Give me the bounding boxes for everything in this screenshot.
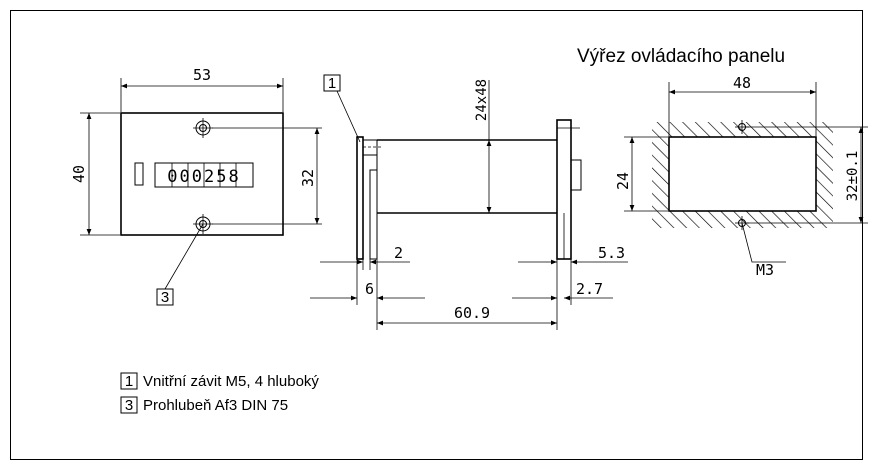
legend: 1 Vnitřní závit M5, 4 hluboký 3 Prohlube… bbox=[120, 372, 319, 414]
screw-boss bbox=[362, 139, 378, 156]
front-hole-spacing-label: 32 bbox=[299, 169, 317, 187]
callout-1-number: 1 bbox=[328, 75, 336, 92]
legend-item-1-text: Vnitřní závit M5, 4 hluboký bbox=[143, 373, 319, 390]
length-label: 60.9 bbox=[454, 304, 490, 322]
legend-item-1: 1 Vnitřní závit M5, 4 hluboký bbox=[120, 372, 319, 390]
cutout-height-label: 24 bbox=[614, 172, 632, 190]
panel-hatching bbox=[652, 122, 833, 228]
dim-2-7-label: 2.7 bbox=[576, 280, 603, 298]
dim-6-label: 6 bbox=[365, 280, 374, 298]
cutout-outline bbox=[668, 136, 817, 212]
thread-label: M3 bbox=[756, 261, 774, 279]
dim-5-3-label: 5.3 bbox=[598, 244, 625, 262]
dim-2-label: 2 bbox=[394, 244, 403, 262]
side-view: 1 24x48 2 6 5.3 bbox=[310, 74, 628, 330]
thread-leader bbox=[741, 222, 786, 263]
callout-3-number: 3 bbox=[161, 289, 169, 306]
callout-3-leader bbox=[164, 223, 204, 290]
legend-item-3: 3 Prohlubeň Af3 DIN 75 bbox=[120, 396, 288, 414]
legend-item-3-text: Prohlubeň Af3 DIN 75 bbox=[143, 397, 288, 414]
cutout-width-label: 48 bbox=[733, 74, 751, 92]
legend-item-1-box bbox=[120, 372, 138, 390]
callout-1-box bbox=[323, 74, 341, 92]
front-width-label: 53 bbox=[193, 66, 211, 84]
callout-1-leader bbox=[336, 90, 361, 143]
inner-flange bbox=[369, 169, 378, 260]
sheet-border bbox=[10, 10, 863, 460]
reset-button bbox=[134, 162, 144, 186]
panel-cutout-view: Výřez ovládacího panelu 48 24 32±0.1 bbox=[577, 46, 868, 279]
legend-item-1-number: 1 bbox=[125, 373, 133, 390]
front-view: 53 40 32 000258 bbox=[70, 66, 322, 306]
front-height-label: 40 bbox=[70, 165, 88, 183]
callout-3-box bbox=[156, 288, 174, 306]
counter-value: 000258 bbox=[167, 167, 240, 187]
cutout-title: Výřez ovládacího panelu bbox=[577, 46, 785, 67]
cutout-hole-spacing-label: 32±0.1 bbox=[845, 151, 861, 202]
housing-size-label: 24x48 bbox=[474, 79, 490, 121]
front-panel-outline bbox=[120, 112, 284, 236]
mounting-hole-top bbox=[193, 118, 213, 138]
rear-connector bbox=[570, 159, 582, 191]
legend-item-3-number: 3 bbox=[125, 397, 133, 414]
front-bezel-plate bbox=[356, 136, 364, 260]
legend-item-3-box bbox=[120, 396, 138, 414]
